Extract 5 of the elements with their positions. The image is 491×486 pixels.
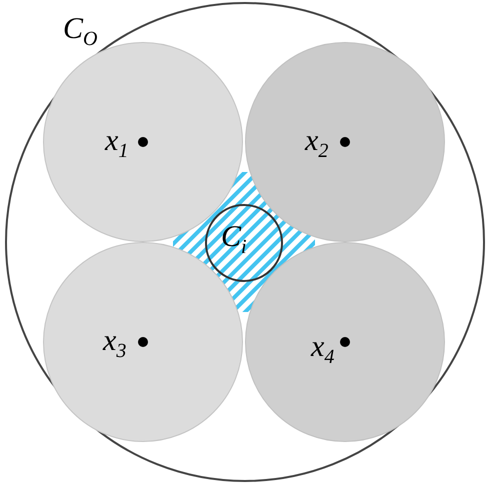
- point-label: x$_{1}$: [105, 126, 128, 161]
- point-label: x$_{2}$: [305, 126, 328, 161]
- point-label: x$_{4}$: [311, 332, 334, 367]
- circle-label: C$_{O}$: [63, 14, 98, 49]
- point-label: x$_{3}$: [103, 326, 126, 361]
